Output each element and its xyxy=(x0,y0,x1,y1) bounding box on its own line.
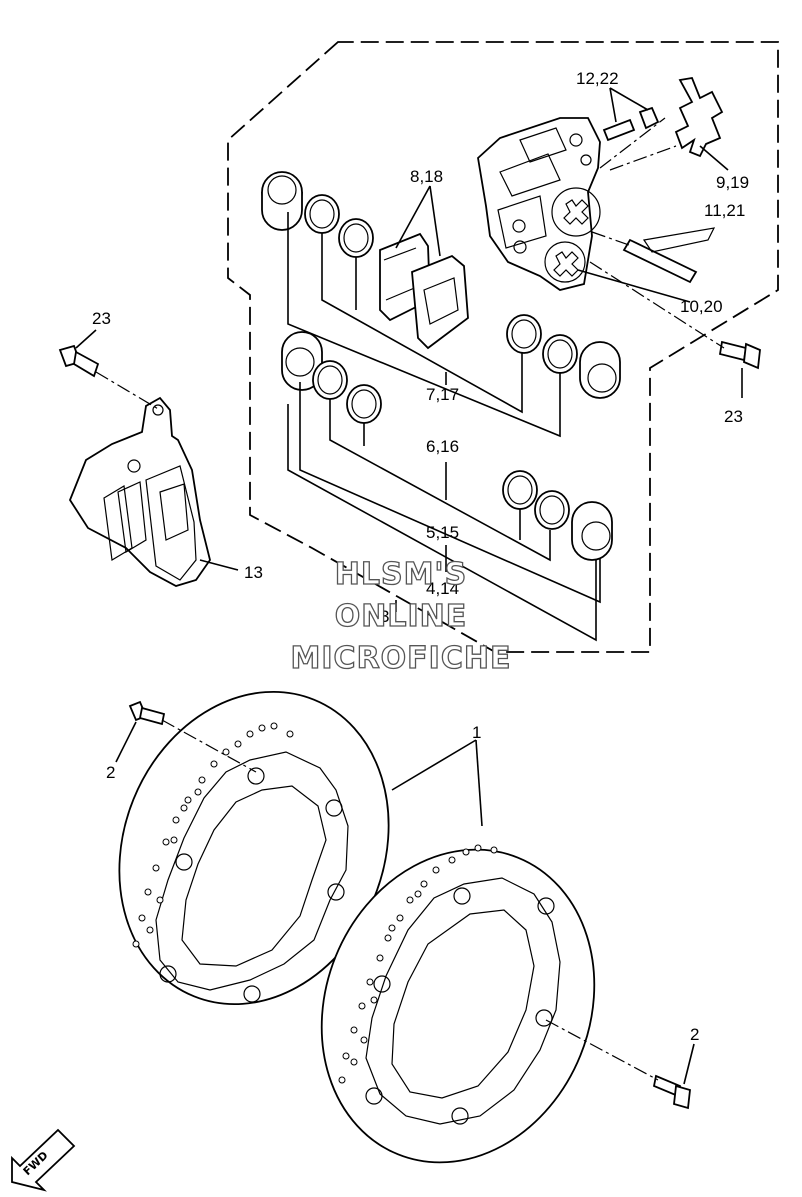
piston-upper-left xyxy=(261,171,303,231)
seal-lower-3 xyxy=(502,470,538,510)
disc-bolt-left xyxy=(115,700,257,773)
label-3: 3 xyxy=(380,607,389,626)
caliper-bolt-right xyxy=(589,261,761,398)
seal-lower-1 xyxy=(312,360,348,400)
seal-lower-2 xyxy=(346,384,382,424)
seal-upper-1 xyxy=(304,194,340,234)
caliper-bolt-left xyxy=(58,329,161,411)
caliper-assembly xyxy=(68,396,239,587)
label-10-20: 10,20 xyxy=(680,297,723,316)
pad-spring xyxy=(609,76,724,171)
label-2-left: 2 xyxy=(106,763,115,782)
label-23-right: 23 xyxy=(724,407,743,426)
watermark-line-3: MICROFICHE xyxy=(291,641,512,676)
label-2-right: 2 xyxy=(690,1025,699,1044)
disc-left-drill-holes xyxy=(132,722,294,948)
watermark-line-1: HLSM'S xyxy=(335,557,467,592)
label-7-17: 7,17 xyxy=(426,385,459,404)
disc-right-drill-holes xyxy=(338,844,498,1084)
label-11-21: 11,21 xyxy=(704,201,745,220)
label-9-19: 9,19 xyxy=(716,173,749,192)
label-23-left: 23 xyxy=(92,309,111,328)
label-6-16: 6,16 xyxy=(426,437,459,456)
disc-bolt-right xyxy=(545,1019,695,1110)
caliper-body-top xyxy=(477,117,601,291)
brake-disc-right xyxy=(320,844,596,1164)
kit-leader-lines xyxy=(287,87,729,642)
label-4-14: 4,14 xyxy=(426,579,459,598)
brake-pads xyxy=(379,232,469,350)
label-13: 13 xyxy=(244,563,263,582)
seal-upper-4 xyxy=(542,334,578,374)
forward-arrow-icon: FWD xyxy=(11,1128,76,1192)
watermark: HLSM'S ONLINE MICROFICHE xyxy=(290,556,512,676)
seal-upper-3 xyxy=(506,314,542,354)
caliper-kit-dashed-boundary xyxy=(227,41,779,653)
pad-pin xyxy=(591,227,716,284)
seal-upper-2 xyxy=(338,218,374,258)
label-5-15: 5,15 xyxy=(426,523,459,542)
brake-disc-left xyxy=(118,690,390,1006)
piston-lower-right xyxy=(571,501,613,561)
watermark-line-2: ONLINE xyxy=(335,599,468,634)
piston-lower-left xyxy=(281,331,323,391)
label-1: 1 xyxy=(472,723,481,742)
disc-leader-lines xyxy=(391,739,483,827)
piston-upper-right xyxy=(579,341,621,399)
seal-lower-4 xyxy=(534,490,570,530)
bleed-screw-and-cap xyxy=(599,106,666,169)
label-12-22: 12,22 xyxy=(576,69,619,88)
label-8-18: 8,18 xyxy=(410,167,443,186)
